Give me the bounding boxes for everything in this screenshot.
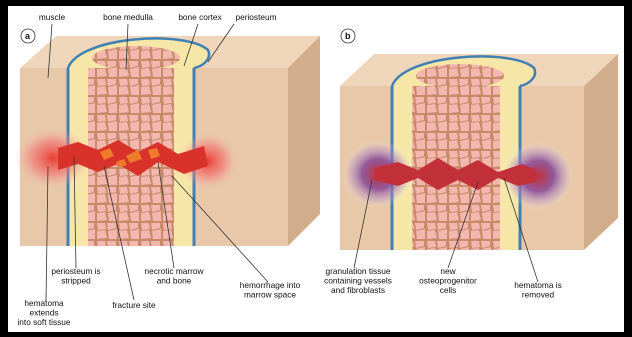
muscle-block-side-a [288,36,320,246]
figure-panel: a b muscle bone medulla bone cortex peri… [8,6,624,332]
label-periosteum: periosteum [235,12,276,22]
panel-letter-b: b [341,29,355,43]
muscle-block-side-b [584,54,618,250]
label-bone-medulla: bone medulla [103,12,153,22]
label-fracture-site: fracture site [112,300,156,310]
medulla-top-a [92,46,180,70]
label-muscle: muscle [39,12,66,22]
svg-text:b: b [345,31,351,41]
label-bone-cortex: bone cortex [178,12,222,22]
panel-b [340,54,618,250]
panel-a [15,36,320,246]
panel-letter-a: a [21,29,35,43]
bone-fracture-diagram: a b muscle bone medulla bone cortex peri… [8,6,624,332]
medulla-top-b [416,64,504,88]
